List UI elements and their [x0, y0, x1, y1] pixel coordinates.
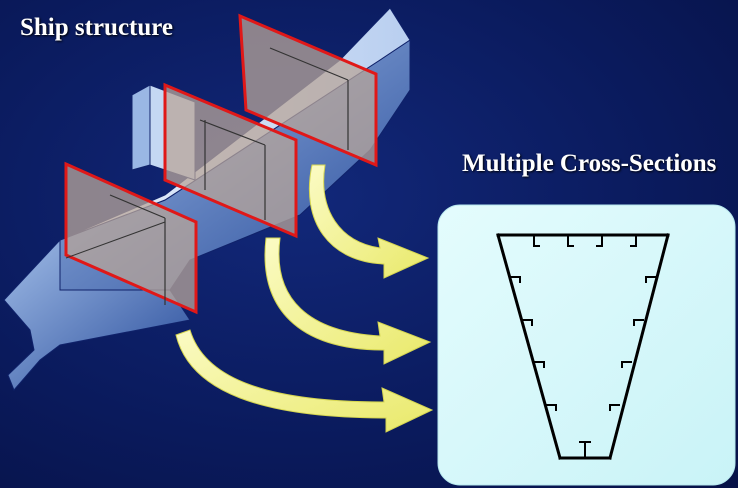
cross-section-stiffeners — [510, 235, 656, 458]
superstructure-front — [131, 84, 151, 171]
ship-structure-label: Ship structure — [20, 14, 174, 41]
section-plane-mid — [163, 82, 298, 239]
section-plane-bow — [64, 161, 198, 315]
multiple-cross-sections-label: Multiple Cross-Sections — [462, 150, 717, 177]
section-plane-stern — [238, 13, 378, 168]
cross-section-panel — [437, 204, 736, 486]
arrow-from-stern — [308, 164, 430, 279]
arrow-from-bow — [175, 329, 434, 433]
arrow-from-mid — [264, 237, 432, 365]
